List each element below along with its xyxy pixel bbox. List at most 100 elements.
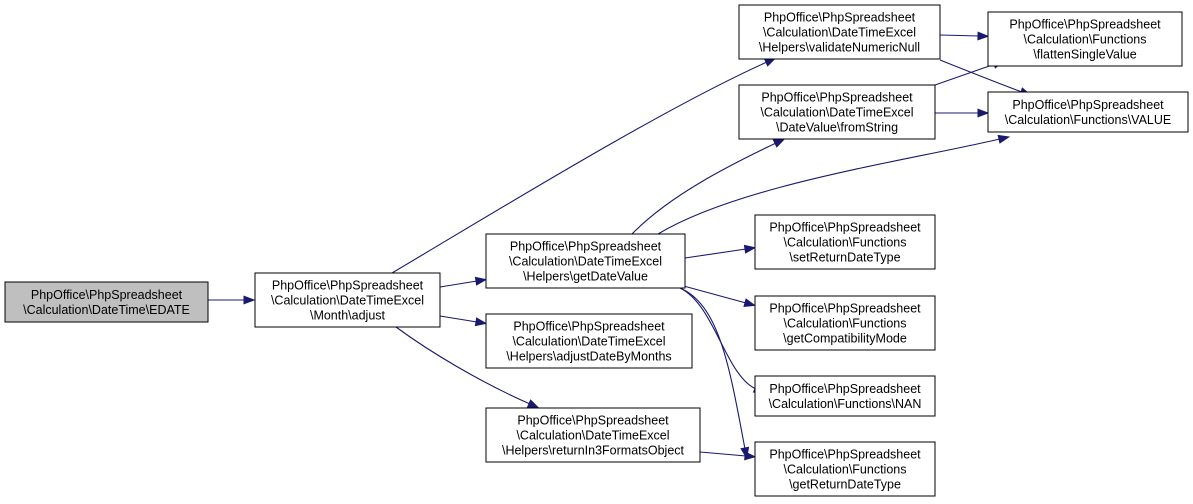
node-box xyxy=(987,91,1189,133)
edge-line xyxy=(395,326,531,405)
node-label-line: \Helpers\adjustDateByMonths xyxy=(506,350,671,364)
edge-line xyxy=(679,287,746,450)
node-label-line: \Calculation\DateTimeExcel xyxy=(512,335,665,349)
edge-line xyxy=(934,63,996,86)
edge-month_adjust-to-get_date_value xyxy=(439,276,488,288)
arrowhead-icon xyxy=(744,451,757,461)
edge-return_in_3_formats-to-get_return_date_type xyxy=(699,451,757,461)
node-label-line: PhpOffice\PhpSpreadsheet xyxy=(764,11,916,25)
node-get-return-date-type[interactable]: PhpOffice\PhpSpreadsheet\Calculation\Fun… xyxy=(754,441,936,497)
node-label-line: \Calculation\DateTimeExcel xyxy=(516,429,669,443)
edge-get_date_value-to-value xyxy=(657,134,1011,235)
node-get-compatibility-mode[interactable]: PhpOffice\PhpSpreadsheet\Calculation\Fun… xyxy=(754,295,936,351)
node-box xyxy=(754,375,936,417)
edges-layer xyxy=(208,31,1032,461)
edge-month_adjust-to-return_in_3_formats xyxy=(395,326,540,409)
node-edate[interactable]: PhpOffice\PhpSpreadsheet\Calculation\Dat… xyxy=(4,281,209,323)
node-label-line: \Helpers\validateNumericNull xyxy=(759,41,920,55)
edge-validate_numeric_null-to-flatten_single_value xyxy=(939,31,990,41)
node-label-line: \getCompatibilityMode xyxy=(783,332,907,346)
node-label-line: PhpOffice\PhpSpreadsheet xyxy=(513,320,665,334)
arrowhead-icon xyxy=(977,31,990,41)
edge-line xyxy=(679,284,747,304)
edge-line xyxy=(657,138,1001,235)
arrowhead-icon xyxy=(474,317,488,327)
node-box xyxy=(738,4,941,60)
node-flatten-single-value[interactable]: PhpOffice\PhpSpreadsheet\Calculation\Fun… xyxy=(987,11,1183,67)
node-label-line: \Calculation\Functions xyxy=(784,463,907,477)
node-label-line: PhpOffice\PhpSpreadsheet xyxy=(510,240,662,254)
edge-line xyxy=(439,315,478,323)
node-label-line: \Calculation\DateTimeExcel xyxy=(271,294,424,308)
node-label-line: \Calculation\DateTimeExcel xyxy=(509,255,662,269)
arrowhead-icon xyxy=(243,295,256,305)
node-box xyxy=(754,441,936,497)
node-label-line: PhpOffice\PhpSpreadsheet xyxy=(272,279,424,293)
arrowhead-icon xyxy=(772,138,786,148)
node-month-adjust[interactable]: PhpOffice\PhpSpreadsheet\Calculation\Dat… xyxy=(254,272,441,328)
edge-line xyxy=(439,280,478,288)
node-label-line: PhpOffice\PhpSpreadsheet xyxy=(769,448,921,462)
edge-edate-to-month_adjust xyxy=(208,295,256,305)
node-label-line: \Calculation\Functions\VALUE xyxy=(1005,113,1172,127)
node-box xyxy=(4,281,209,323)
node-label-line: \DateValue\fromString xyxy=(776,121,898,135)
node-box xyxy=(738,84,936,140)
node-adjust-date-by-months[interactable]: PhpOffice\PhpSpreadsheet\Calculation\Dat… xyxy=(485,313,693,369)
edge-line xyxy=(391,61,768,274)
node-validate-numeric-null[interactable]: PhpOffice\PhpSpreadsheet\Calculation\Dat… xyxy=(738,4,941,60)
node-label-line: PhpOffice\PhpSpreadsheet xyxy=(517,414,669,428)
node-label-line: PhpOffice\PhpSpreadsheet xyxy=(769,302,921,316)
edge-get_date_value-to-set_return_date_type xyxy=(684,244,757,259)
node-label-line: \Helpers\returnIn3FormatsObject xyxy=(502,444,685,458)
node-label-line: \Calculation\DateTimeExcel xyxy=(760,106,913,120)
node-label-line: \Calculation\Functions xyxy=(1024,33,1147,47)
node-label-line: \Month\adjust xyxy=(310,309,386,323)
edge-from_string-to-value xyxy=(935,108,990,118)
arrowhead-icon xyxy=(997,134,1011,144)
node-nan[interactable]: PhpOffice\PhpSpreadsheet\Calculation\Fun… xyxy=(754,375,936,417)
node-box xyxy=(254,272,441,328)
node-return-in-3-formats[interactable]: PhpOffice\PhpSpreadsheet\Calculation\Dat… xyxy=(485,407,701,463)
edge-get_date_value-to-from_string xyxy=(631,138,786,235)
nodes-layer: PhpOffice\PhpSpreadsheet\Calculation\Dat… xyxy=(4,4,1189,497)
arrowhead-icon xyxy=(977,108,990,118)
node-label-line: PhpOffice\PhpSpreadsheet xyxy=(761,91,913,105)
edge-month_adjust-to-adjust_date_by_months xyxy=(439,315,488,327)
arrowhead-icon xyxy=(474,276,488,286)
node-box xyxy=(485,407,701,463)
node-label-line: PhpOffice\PhpSpreadsheet xyxy=(769,221,921,235)
node-set-return-date-type[interactable]: PhpOffice\PhpSpreadsheet\Calculation\Fun… xyxy=(754,214,936,270)
arrowhead-icon xyxy=(743,298,757,307)
node-label-line: \setReturnDateType xyxy=(789,251,900,265)
edge-line xyxy=(939,59,1023,93)
edge-line xyxy=(631,142,777,235)
arrowhead-icon xyxy=(743,244,757,254)
node-box xyxy=(754,295,936,351)
node-label-line: \Calculation\Functions\NAN xyxy=(769,397,922,411)
node-box xyxy=(754,214,936,270)
node-from-string[interactable]: PhpOffice\PhpSpreadsheet\Calculation\Dat… xyxy=(738,84,936,140)
node-label-line: PhpOffice\PhpSpreadsheet xyxy=(769,382,921,396)
node-label-line: PhpOffice\PhpSpreadsheet xyxy=(31,288,183,302)
node-get-date-value[interactable]: PhpOffice\PhpSpreadsheet\Calculation\Dat… xyxy=(485,233,686,289)
edge-line xyxy=(699,451,747,457)
edge-get_date_value-to-get_compatibility_mode xyxy=(679,284,757,307)
node-label-line: PhpOffice\PhpSpreadsheet xyxy=(1012,98,1164,112)
node-label-line: \Calculation\DateTime\EDATE xyxy=(23,303,190,317)
node-box xyxy=(485,233,686,289)
node-label-line: \getReturnDateType xyxy=(789,478,901,492)
node-label-line: \Calculation\Functions xyxy=(784,317,907,331)
edge-line xyxy=(684,248,747,259)
node-value[interactable]: PhpOffice\PhpSpreadsheet\Calculation\Fun… xyxy=(987,91,1189,133)
node-label-line: PhpOffice\PhpSpreadsheet xyxy=(1009,18,1161,32)
node-label-line: \flattenSingleValue xyxy=(1033,48,1136,62)
node-label-line: \Calculation\Functions xyxy=(784,236,907,250)
arrowhead-icon xyxy=(526,399,540,409)
node-label-line: \Calculation\DateTimeExcel xyxy=(763,26,916,40)
node-box xyxy=(987,11,1183,67)
node-label-line: \Helpers\getDateValue xyxy=(523,270,648,284)
node-box xyxy=(485,313,693,369)
edge-line xyxy=(939,34,980,37)
